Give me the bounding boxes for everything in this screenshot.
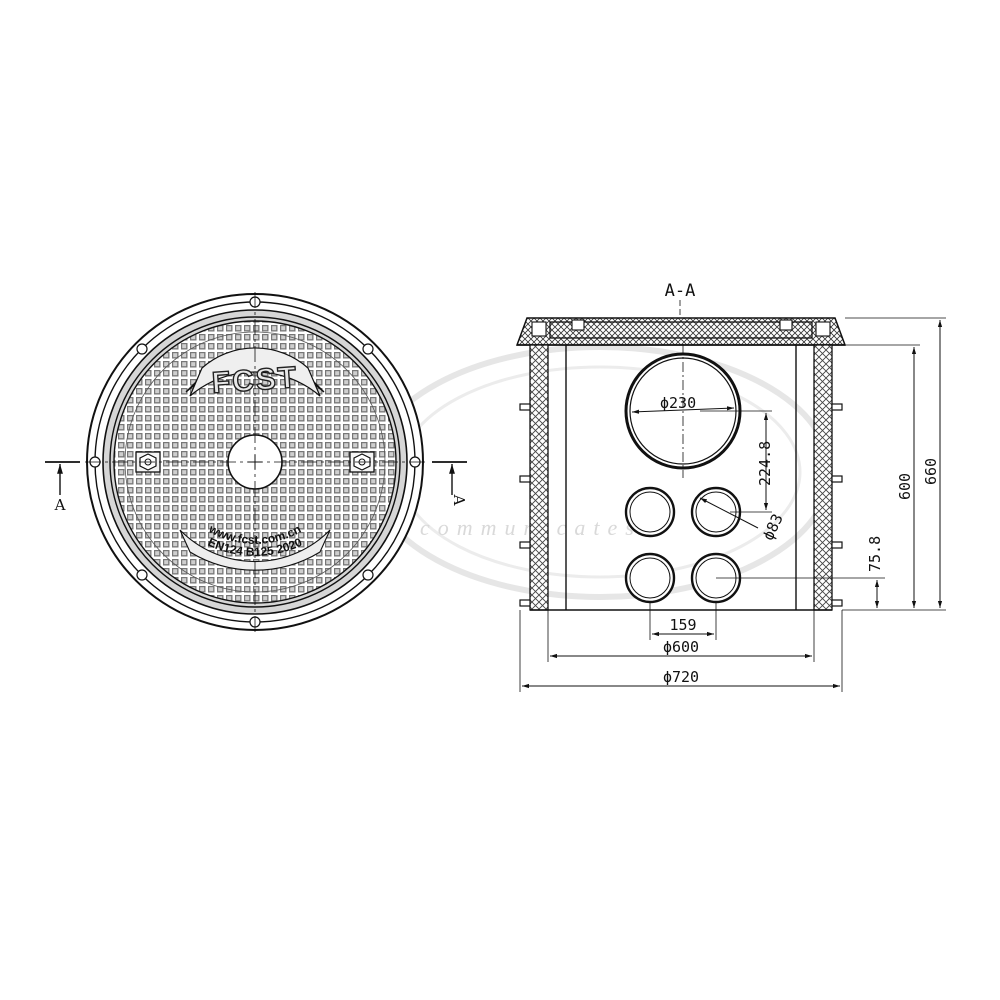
section-marker-right: A [432,461,468,506]
dim-bottom-hole-height: 75.8 [866,536,884,572]
dim-inner-height: 600 [896,473,914,500]
section-label-left: A [54,496,66,514]
plan-view: FCST www.fcst.com.cn EN124 B125 2020 [45,292,468,632]
ribs-left [519,403,531,607]
section-title: A-A [665,281,696,301]
dim-inner-diameter: ϕ600 [663,638,699,656]
section-marker-left: A [45,461,80,514]
dim-large-hole: ϕ230 [660,394,696,412]
left-wall [529,344,549,611]
section-view: A-A [515,281,946,692]
right-wall [813,344,833,611]
dim-total-height: 660 [922,458,940,485]
small-holes [624,486,742,604]
dim-outer-diameter: ϕ720 [663,668,699,686]
dim-hole-spacing: 159 [669,616,696,634]
section-label-right: A [450,494,468,506]
dim-hole-offset: 224.8 [756,441,774,486]
cover-section [549,321,813,339]
ribs-right [831,403,843,607]
